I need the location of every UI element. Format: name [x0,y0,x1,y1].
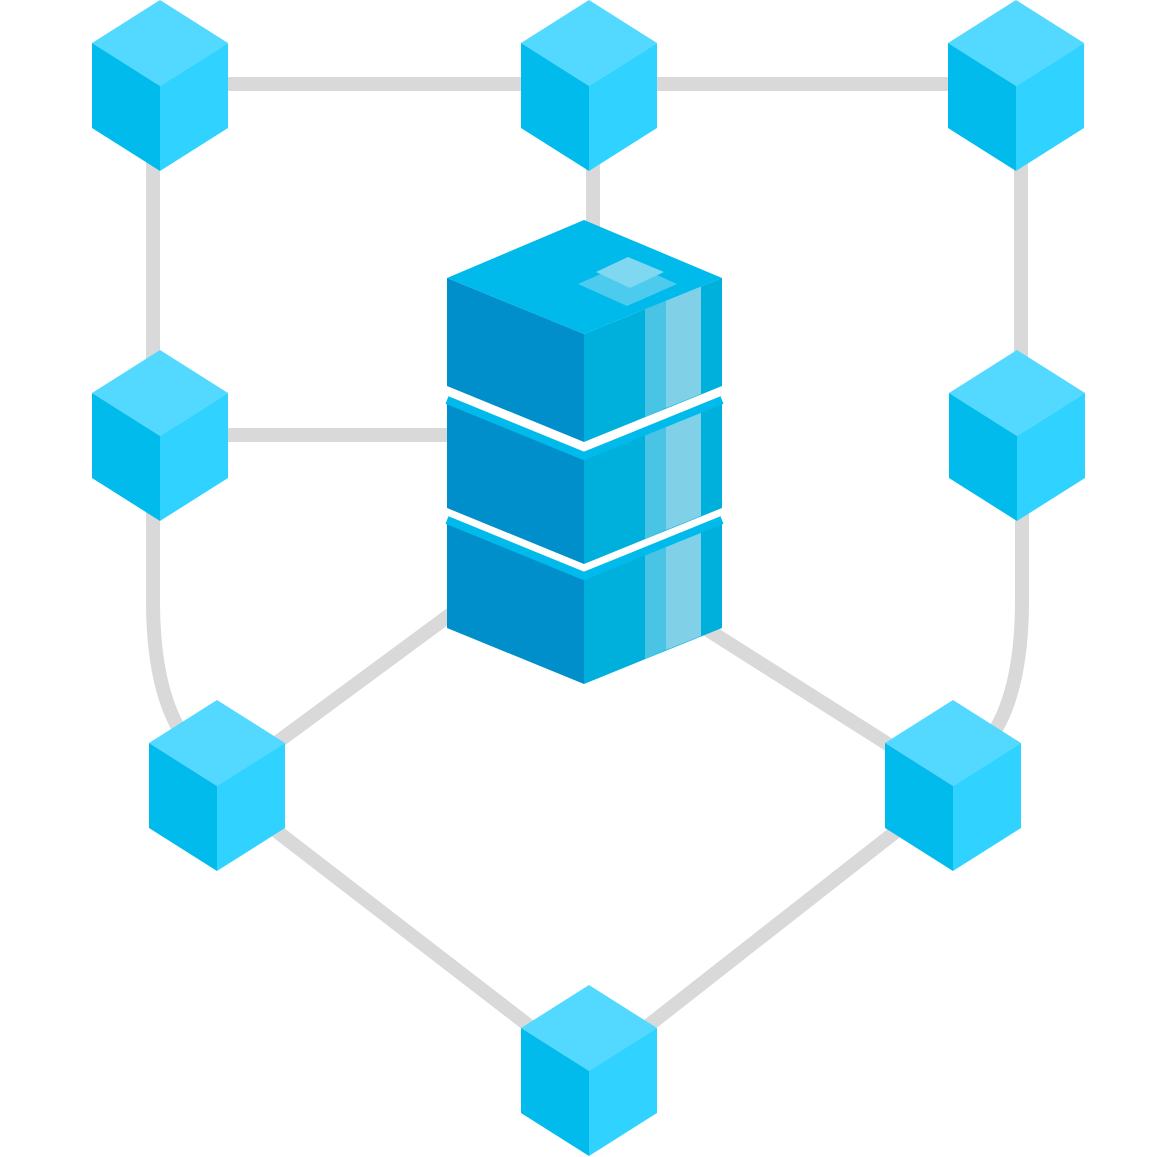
cube-icon [149,700,285,871]
cube-right-face [1016,43,1084,171]
server-layer [447,278,722,442]
server-layer-left-face [447,400,584,564]
cube-left-face [885,743,953,871]
server-stack-icon [445,220,724,684]
cube-right-face [160,43,228,171]
cube-right-face [1017,393,1085,521]
server-badge-inner [596,257,664,288]
cube-left-face [521,43,589,171]
server-layer [445,396,724,564]
cube-right-face [589,43,657,171]
server-layer [445,516,724,684]
server-layer-stripe [645,542,666,659]
cube-left-face [949,393,1017,521]
server-top-face [447,220,722,334]
cube-icon [948,0,1084,171]
server-layer-stripe [666,528,701,650]
cube-left-face [92,393,160,521]
server-layer-separator [445,396,724,461]
server-layer-stripe [645,422,666,539]
cube-icon [92,350,228,521]
cube-icon [885,700,1021,871]
cube-icon [92,0,228,171]
cube-left-face [521,1028,589,1156]
server-layer-left-face [447,278,584,442]
cube-left-face [92,43,160,171]
cube-right-face [217,743,285,871]
cube-right-face [589,1028,657,1156]
cube-icon [521,0,657,171]
cube-left-face [948,43,1016,171]
server-layer-stripe [666,408,701,530]
server-layer-stripe [645,300,666,417]
server-layer-stripe [666,286,701,408]
cube-right-face [160,393,228,521]
cube-icon [521,985,657,1156]
cube-right-face [953,743,1021,871]
cube-left-face [149,743,217,871]
network-nodes [92,0,1085,1156]
cube-icon [949,350,1085,521]
server-layer-left-face [447,520,584,684]
server-layer-separator [445,516,724,581]
